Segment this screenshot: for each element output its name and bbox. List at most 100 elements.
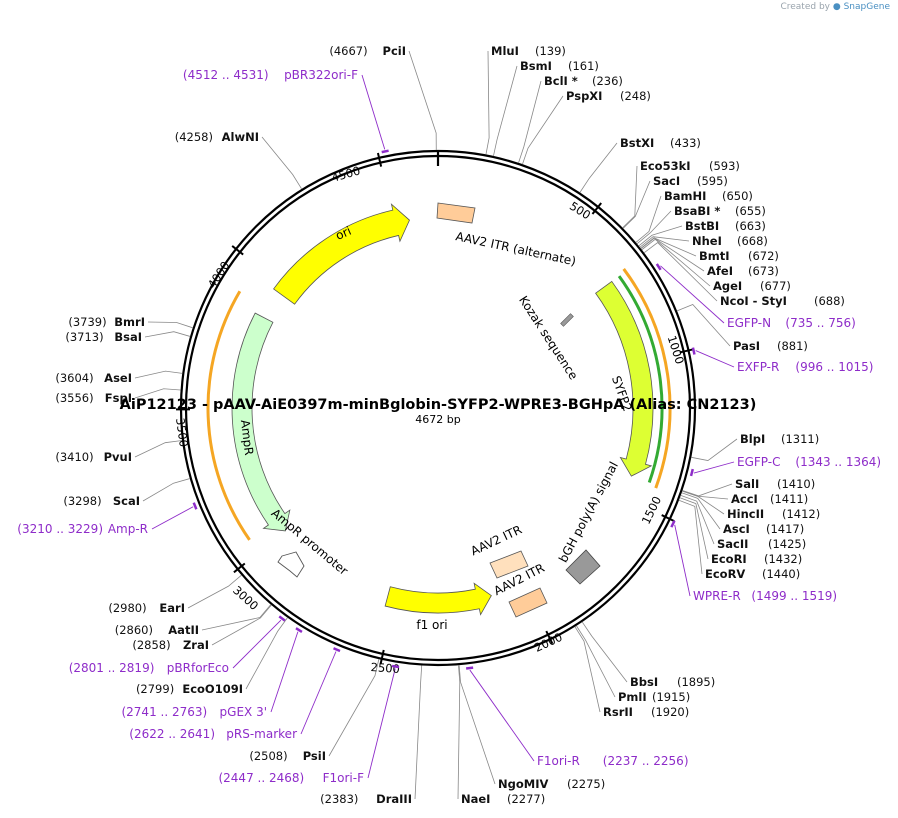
enzyme-site-pmli[interactable]: PmlI(1915) bbox=[618, 690, 690, 704]
enzyme-name: AccI bbox=[731, 492, 758, 506]
primer-f1ori-f[interactable]: F1ori-F(2447 .. 2468) bbox=[218, 771, 364, 785]
enzyme-position: (4667) bbox=[329, 44, 367, 58]
enzyme-position: (3604) bbox=[55, 371, 93, 385]
enzyme-site-asei[interactable]: AseI(3604) bbox=[55, 371, 132, 385]
enzyme-name: BsaI bbox=[114, 330, 142, 344]
enzyme-site-aatii[interactable]: AatII(2860) bbox=[115, 623, 199, 637]
enzyme-site-alwni[interactable]: AlwNI(4258) bbox=[175, 130, 259, 144]
enzyme-site-bstxi[interactable]: BstXI(433) bbox=[620, 136, 701, 150]
enzyme-leader-pasi bbox=[676, 303, 731, 347]
enzyme-site-pcii[interactable]: PciI(4667) bbox=[329, 44, 406, 58]
enzyme-site-blpi[interactable]: BlpI(1311) bbox=[740, 432, 819, 446]
enzyme-position: (650) bbox=[722, 189, 753, 203]
enzyme-site-acci[interactable]: AccI (1411) bbox=[731, 492, 808, 506]
feature-kozak-sequence[interactable] bbox=[560, 313, 574, 327]
enzyme-leader-pspxi bbox=[522, 95, 564, 165]
primer-prs-marker[interactable]: pRS-marker(2622 .. 2641) bbox=[129, 727, 297, 741]
primer-mark-f1ori-f bbox=[391, 664, 400, 669]
primer-name: EGFP-C bbox=[737, 455, 780, 469]
enzyme-site-agei[interactable]: AgeI(677) bbox=[713, 279, 791, 293]
primer-amp-r[interactable]: Amp-R(3210 .. 3229) bbox=[17, 522, 148, 536]
enzyme-site-bsai[interactable]: BsaI (3713) bbox=[65, 330, 142, 344]
primer-range: (4512 .. 4531) bbox=[183, 68, 269, 82]
enzyme-position: (1311) bbox=[781, 432, 819, 446]
enzyme-position: (1920) bbox=[651, 705, 689, 719]
enzyme-site-fspi[interactable]: FspI(3556) bbox=[55, 391, 132, 405]
enzyme-site-bmti[interactable]: BmtI(672) bbox=[699, 249, 779, 263]
enzyme-site-pasi[interactable]: PasI(881) bbox=[733, 339, 808, 353]
enzyme-site-rsrii[interactable]: RsrII(1920) bbox=[603, 705, 689, 719]
enzyme-site-sacii[interactable]: SacII(1425) bbox=[717, 537, 806, 551]
enzyme-site-ecorv[interactable]: EcoRV(1440) bbox=[705, 567, 800, 581]
enzyme-leader-alwni bbox=[261, 136, 302, 190]
enzyme-site-bcli[interactable]: BclI *(236) bbox=[544, 74, 623, 88]
feature-aav2-itr-2[interactable] bbox=[508, 587, 548, 618]
enzyme-position: (1411) bbox=[770, 492, 808, 506]
enzyme-name: NcoI - StyI bbox=[720, 294, 787, 308]
enzyme-site-mlui[interactable]: MluI (139) bbox=[491, 44, 566, 58]
enzyme-site-zrai[interactable]: ZraI(2858) bbox=[132, 638, 209, 652]
feature-f1-ori[interactable] bbox=[384, 582, 492, 616]
enzyme-site-hincii[interactable]: HincII(1412) bbox=[727, 507, 820, 521]
enzyme-name: PsiI bbox=[303, 749, 326, 763]
enzyme-name: MluI bbox=[491, 44, 519, 58]
enzyme-site-ngomiv[interactable]: NgoMIV(2275) bbox=[498, 777, 605, 791]
enzyme-position: (2799) bbox=[136, 682, 174, 696]
enzyme-site-scai[interactable]: ScaI(3298) bbox=[63, 494, 140, 508]
enzyme-leader-nhei bbox=[639, 236, 690, 248]
enzyme-site-asci[interactable]: AscI(1417) bbox=[723, 522, 804, 536]
enzyme-position: (3713) bbox=[65, 330, 103, 344]
enzyme-site-saci[interactable]: SacI(595) bbox=[653, 174, 728, 188]
enzyme-position: (2860) bbox=[115, 623, 153, 637]
primer-exfp-r[interactable]: EXFP-R(996 .. 1015) bbox=[737, 360, 873, 374]
primer-mark-f1ori-r bbox=[465, 666, 474, 670]
enzyme-site-bsabi[interactable]: BsaBI *(655) bbox=[674, 204, 766, 218]
brand-name: SnapGene bbox=[843, 2, 890, 12]
enzyme-site-sali[interactable]: SalI(1410) bbox=[735, 477, 815, 491]
enzyme-site-pvui[interactable]: PvuI(3410) bbox=[55, 450, 132, 464]
enzyme-name: HincII bbox=[727, 507, 764, 521]
feature-bgh-polya[interactable] bbox=[565, 549, 601, 585]
enzyme-site-naei[interactable]: NaeI(2277) bbox=[461, 792, 545, 806]
feature-syfp2[interactable] bbox=[595, 280, 654, 477]
primer-leader-egfp-n bbox=[660, 265, 725, 324]
enzyme-site-psii[interactable]: PsiI(2508) bbox=[249, 749, 326, 763]
enzyme-site-bsmi[interactable]: BsmI(161) bbox=[520, 59, 599, 73]
enzyme-site-eari[interactable]: EarI(2980) bbox=[108, 601, 185, 615]
feature-ampr[interactable] bbox=[231, 312, 291, 532]
primer-pbr322ori-f[interactable]: pBR322ori-F(4512 .. 4531) bbox=[183, 68, 358, 82]
primer-pbrforeco[interactable]: pBRforEco(2801 .. 2819) bbox=[69, 661, 229, 675]
primer-wpre-r[interactable]: WPRE-R(1499 .. 1519) bbox=[693, 589, 837, 603]
enzyme-name: BstBI bbox=[685, 219, 719, 233]
primer-f1ori-r[interactable]: F1ori-R(2237 .. 2256) bbox=[537, 754, 689, 768]
feature-label-f1-ori-6: f1 ori bbox=[416, 618, 447, 632]
enzyme-site-ecoo109i[interactable]: EcoO109I(2799) bbox=[136, 682, 243, 696]
enzyme-name: Eco53kI bbox=[640, 159, 691, 173]
enzyme-site-bamhi[interactable]: BamHI(650) bbox=[664, 189, 753, 203]
feature-ori[interactable] bbox=[273, 203, 410, 305]
enzyme-site-bmri[interactable]: BmrI(3739) bbox=[68, 315, 145, 329]
tick-label-1000: 1000 bbox=[665, 334, 687, 366]
primer-pgex-3[interactable]: pGEX 3'(2741 .. 2763) bbox=[121, 705, 267, 719]
enzyme-site-pspxi[interactable]: PspXI(248) bbox=[566, 89, 651, 103]
primer-leader-prs-marker bbox=[300, 651, 337, 735]
enzyme-site-bstbi[interactable]: BstBI(663) bbox=[685, 219, 766, 233]
enzyme-site-bbsi[interactable]: BbsI(1895) bbox=[630, 675, 715, 689]
primer-egfp-n[interactable]: EGFP-N(735 .. 756) bbox=[727, 316, 856, 330]
enzyme-site-afei[interactable]: AfeI(673) bbox=[707, 264, 779, 278]
enzyme-position: (139) bbox=[535, 44, 566, 58]
enzyme-position: (3298) bbox=[63, 494, 101, 508]
enzyme-site-ncoi-styi[interactable]: NcoI - StyI(688) bbox=[720, 294, 845, 308]
primer-mark-pbrforeco bbox=[278, 615, 286, 622]
primer-egfp-c[interactable]: EGFP-C(1343 .. 1364) bbox=[737, 455, 881, 469]
tick-mark-2500 bbox=[379, 649, 385, 664]
enzyme-site-draiii[interactable]: DraIII(2383) bbox=[320, 792, 412, 806]
enzyme-site-nhei[interactable]: NheI(668) bbox=[692, 234, 768, 248]
feature-ampr-promoter[interactable] bbox=[277, 551, 305, 578]
enzyme-site-ecori[interactable]: EcoRI(1432) bbox=[711, 552, 802, 566]
feature-aav2-itr-alternate[interactable] bbox=[436, 202, 476, 224]
enzyme-position: (3410) bbox=[55, 450, 93, 464]
enzyme-site-eco53ki[interactable]: Eco53kI(593) bbox=[640, 159, 740, 173]
feature-aav2-itr-1[interactable] bbox=[489, 550, 529, 579]
enzyme-name: BclI * bbox=[544, 74, 578, 88]
